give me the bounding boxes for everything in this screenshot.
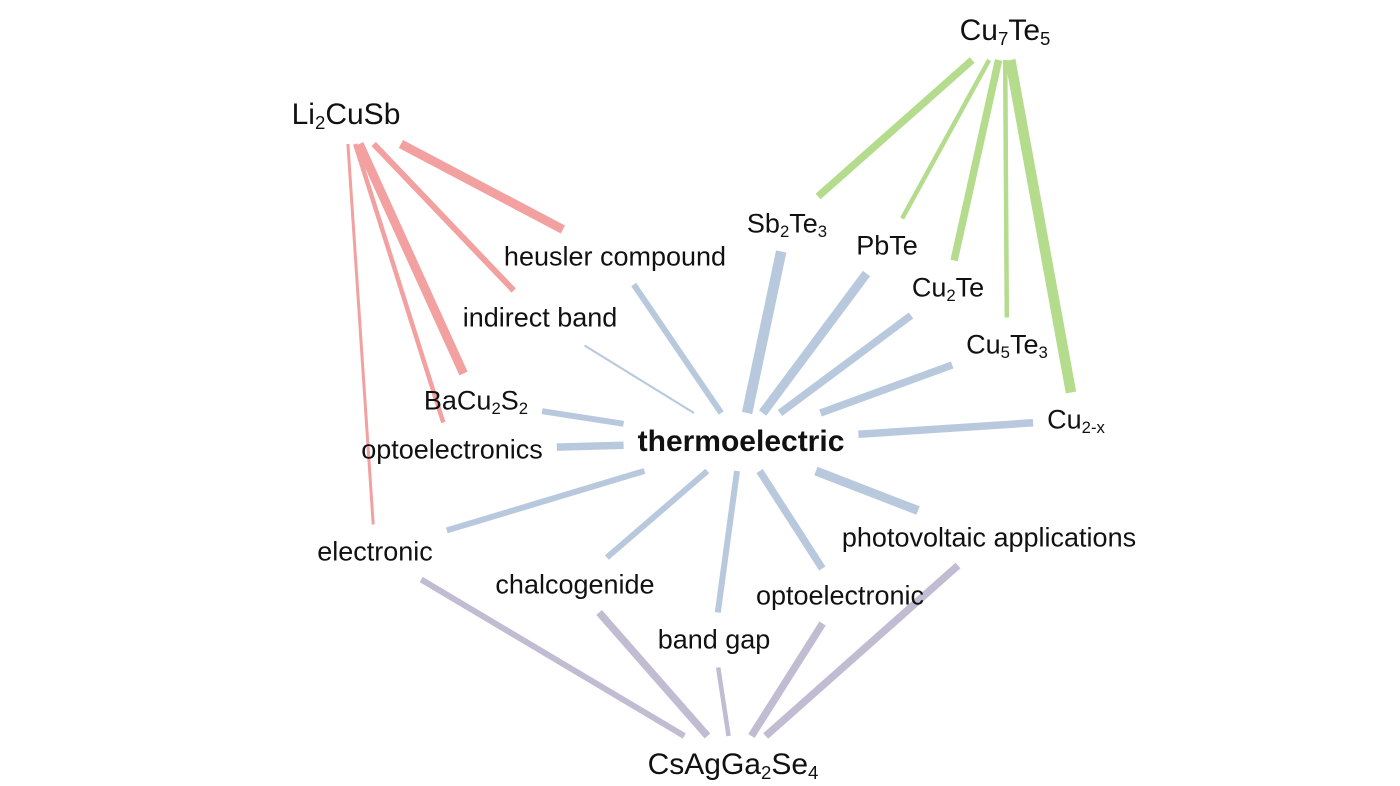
node-thermoelectric: thermoelectric: [638, 427, 845, 457]
cu5te3-text: Cu: [966, 329, 1001, 360]
edge-csagga2se4-electronic: [419, 576, 686, 739]
edge-thermoelectric-optoelectronics: [556, 441, 624, 451]
edge-csagga2se4-chalcogenide: [596, 610, 711, 739]
cu2te-subscript: 2: [946, 286, 956, 306]
sb2te3-text: Te: [789, 208, 818, 239]
node-thermoelectric-label: thermoelectric: [637, 425, 845, 458]
node-indirect-label: indirect band: [462, 302, 618, 333]
edge-thermoelectric-electronic: [445, 468, 646, 534]
cu7te5-text: Cu: [959, 14, 998, 47]
edge-cu7te5-cu2te: [950, 59, 1003, 262]
csagga2se4-text: Se: [771, 748, 809, 781]
edge-thermoelectric-cu2te: [777, 312, 914, 417]
node-heusler-label: heusler compound: [503, 241, 727, 272]
node-sb2te3: Sb2Te3: [746, 208, 828, 242]
edge-li2cusb-bacu2s2: [355, 142, 468, 376]
edge-thermoelectric-indirect: [584, 344, 695, 414]
sb2te3-subscript: 3: [817, 222, 828, 242]
bacu2s2-text: BaCu: [423, 385, 492, 416]
csagga2se4-subscript: 4: [808, 762, 819, 784]
edge-li2cusb-indirect: [371, 141, 516, 293]
node-chalcogenide-label: chalcogenide: [495, 569, 655, 600]
node-cu5te3: Cu5Te3: [966, 329, 1048, 363]
node-photovoltaic-label: photovoltaic applications: [841, 522, 1137, 553]
cu5te3-subscript: 5: [1000, 343, 1010, 363]
node-optoelectronics-label: optoelectronics: [361, 434, 543, 465]
bacu2s2-subscript: 2: [491, 399, 501, 419]
edge-thermoelectric-cu2x: [858, 419, 1034, 439]
cu2te-text: Cu: [911, 272, 947, 303]
node-pbte-label: PbTe: [856, 230, 918, 261]
node-cu7te5: Cu7Te5: [959, 14, 1051, 50]
edge-thermoelectric-heusler: [631, 282, 724, 415]
edge-csagga2se4-photovoltaic: [763, 562, 961, 739]
cu7te5-subscript: 7: [997, 28, 1009, 50]
edge-thermoelectric-pbte: [758, 270, 871, 416]
edge-thermoelectric-cu5te3: [819, 361, 954, 417]
cu2te-text: Te: [955, 272, 985, 303]
edge-thermoelectric-optoelectronic: [756, 468, 826, 571]
bacu2s2-subscript: 2: [518, 399, 529, 419]
edge-csagga2se4-bandgap: [715, 667, 731, 737]
sb2te3-text: Sb: [746, 208, 780, 239]
li2cusb-text: CuSb: [325, 98, 401, 131]
node-optoelectronic: optoelectronic: [755, 580, 925, 611]
cu5te3-subscript: 3: [1038, 343, 1048, 363]
li2cusb-text: Li: [291, 98, 315, 131]
csagga2se4-subscript: 2: [761, 762, 772, 784]
edge-thermoelectric-photovoltaic: [814, 466, 920, 515]
cu2x-text: Cu: [1047, 404, 1082, 435]
edge-li2cusb-electronic: [346, 143, 375, 525]
node-electronic: electronic: [317, 536, 433, 567]
node-heusler: heusler compound: [503, 241, 727, 272]
node-cu2x: Cu2-x: [1047, 404, 1105, 438]
edge-cu7te5-sb2te3: [815, 57, 975, 200]
node-pbte: PbTe: [856, 230, 918, 261]
edge-thermoelectric-bandgap: [714, 470, 740, 613]
node-bandgap: band gap: [657, 624, 771, 655]
node-optoelectronics: optoelectronics: [361, 434, 543, 465]
node-bacu2s2: BaCu2S2: [423, 385, 529, 419]
node-li2cusb: Li2CuSb: [291, 98, 401, 134]
node-optoelectronic-label: optoelectronic: [755, 580, 925, 611]
node-bandgap-label: band gap: [657, 624, 771, 655]
node-csagga2se4: CsAgGa2Se4: [647, 748, 819, 784]
edge-thermoelectric-sb2te3: [741, 250, 787, 415]
sb2te3-subscript: 2: [779, 222, 790, 242]
cu5te3-text: Te: [1009, 329, 1039, 360]
cu2x-subscript: 2-x: [1081, 418, 1105, 438]
node-cu2te: Cu2Te: [911, 272, 985, 306]
cu7te5-text: Te: [1008, 14, 1041, 47]
cu7te5-subscript: 5: [1040, 28, 1051, 50]
edge-cu7te5-cu2x: [1005, 59, 1077, 394]
node-electronic-label: electronic: [317, 536, 433, 567]
edge-thermoelectric-chalcogenide: [604, 468, 710, 560]
edge-thermoelectric-bacu2s2: [541, 408, 625, 427]
edge-csagga2se4-optoelectronic: [748, 621, 826, 739]
edge-li2cusb-heusler: [398, 140, 566, 234]
edge-cu7te5-cu5te3: [1002, 59, 1010, 318]
edge-cu7te5-pbte: [900, 58, 992, 220]
node-photovoltaic: photovoltaic applications: [841, 522, 1137, 553]
node-chalcogenide: chalcogenide: [495, 569, 655, 600]
csagga2se4-text: CsAgGa: [647, 748, 761, 781]
edge-li2cusb-optoelectronics: [353, 143, 446, 424]
bacu2s2-text: S: [500, 385, 519, 416]
node-indirect: indirect band: [462, 302, 618, 333]
li2cusb-subscript: 2: [314, 112, 326, 134]
